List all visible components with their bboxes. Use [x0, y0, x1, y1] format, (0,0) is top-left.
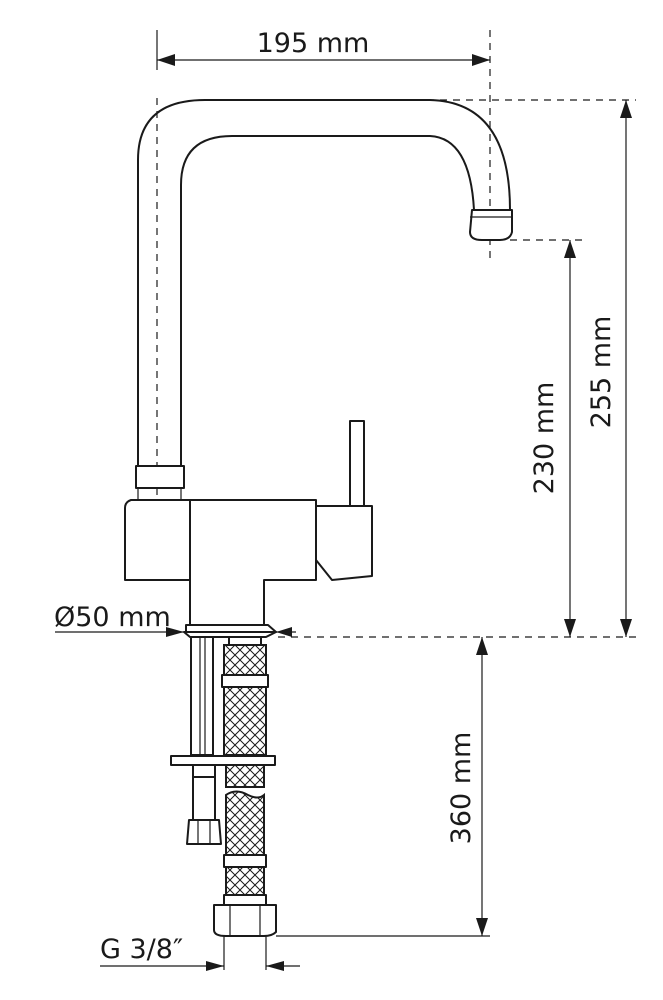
dimension-base-diameter: Ø50 mm [54, 602, 296, 637]
dimension-total-height: 255 mm [586, 100, 632, 637]
faucet-body [124, 420, 373, 626]
connection-nut [213, 904, 277, 937]
dimension-spout-height: 230 mm [529, 240, 576, 637]
spout [137, 99, 513, 467]
aerator [469, 209, 513, 241]
label-spout-height: 230 mm [529, 382, 560, 495]
base-plate [183, 624, 277, 638]
mounting-bracket [170, 755, 276, 766]
rod-nut [186, 819, 222, 845]
label-base-diameter: Ø50 mm [54, 602, 171, 633]
label-hose-length: 360 mm [446, 732, 477, 845]
mounting-rod [170, 636, 276, 845]
label-total-height: 255 mm [586, 316, 617, 429]
lever-handle [349, 420, 365, 507]
swivel-collar [135, 465, 185, 500]
label-spout-reach: 195 mm [257, 28, 370, 59]
braided-hose [213, 636, 277, 970]
dimension-spout-reach: 195 mm [157, 28, 490, 66]
label-connection-thread: G 3/8″ [100, 934, 183, 965]
dimension-connection-thread: G 3/8″ [100, 934, 300, 971]
dimension-hose-length: 360 mm [276, 637, 490, 937]
